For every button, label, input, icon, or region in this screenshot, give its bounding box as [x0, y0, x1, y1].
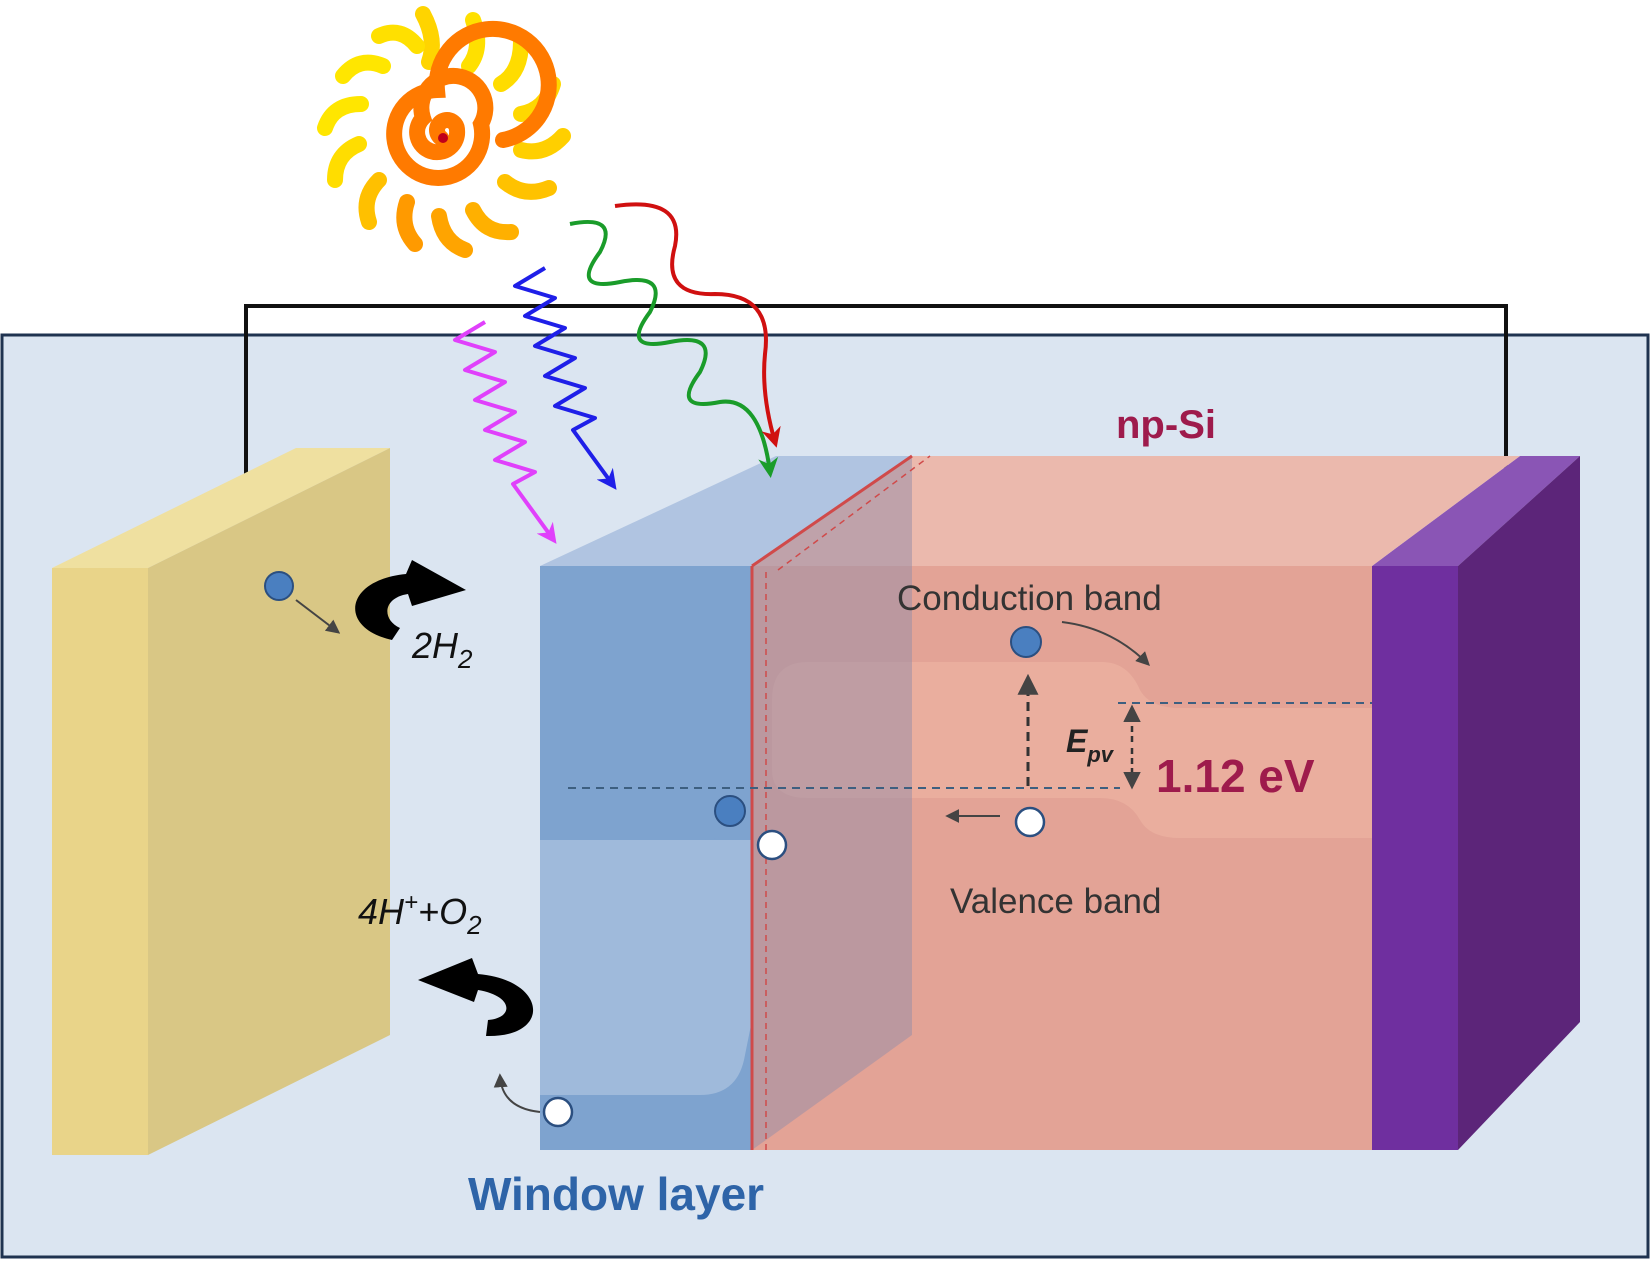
external-circuit-wire [244, 304, 1508, 500]
hole-window-layer [542, 1096, 574, 1128]
hole-valence-band [1014, 806, 1046, 838]
oxygen-evolution-arrow-icon [418, 958, 534, 1037]
photon-green [569, 219, 779, 478]
np-si-label: np-Si [1116, 403, 1216, 447]
hydrogen-evolution-arrow-icon [355, 560, 466, 640]
valence-band-label: Valence band [950, 882, 1161, 921]
electron-counter-electrode [264, 571, 294, 601]
conduction-band-label: Conduction band [897, 579, 1162, 618]
photon-blue [513, 266, 617, 490]
conduction-electron-arrow [1061, 621, 1150, 666]
oxygen-product-label: 4H++O2 [358, 889, 482, 940]
electron-path-arrow [295, 599, 341, 634]
back-contact [1372, 456, 1580, 1150]
epv-label: Epv [1066, 723, 1115, 767]
window-layer-label: Window layer [468, 1168, 764, 1220]
bandgap-value: 1.12 eV [1156, 750, 1315, 802]
hole-junction [756, 829, 788, 861]
sun-icon [317, 6, 571, 258]
electron-junction [714, 795, 746, 827]
hole-path-arrow [493, 1073, 541, 1113]
counter-electrode [52, 448, 390, 1155]
hydrogen-product-label: 2H2 [411, 625, 473, 674]
photon-violet [453, 320, 557, 544]
electron-conduction-band [1010, 626, 1042, 658]
photon-red [614, 202, 781, 448]
window-layer-block [540, 454, 931, 1150]
